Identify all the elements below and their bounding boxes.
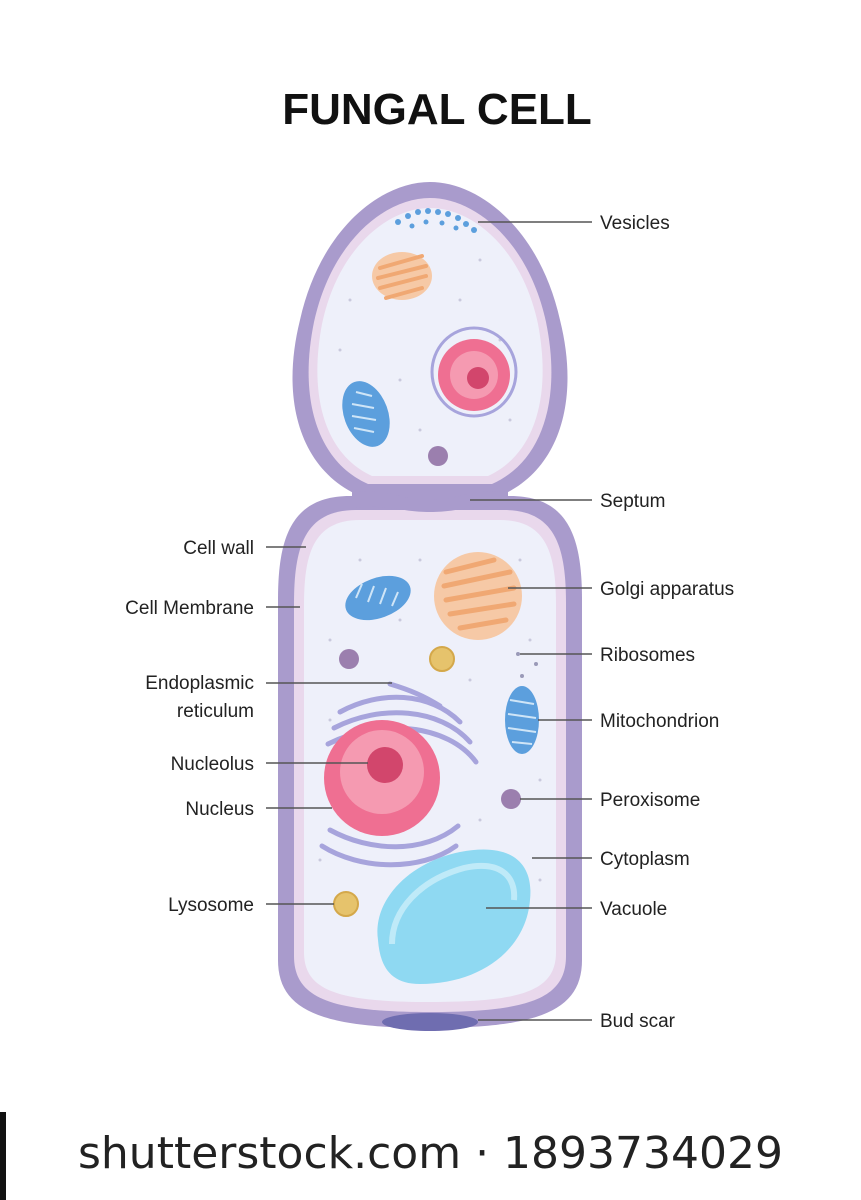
mitochondrion-right: [505, 686, 539, 754]
label-nucleolus: Nucleolus: [171, 754, 254, 775]
lysosome-small: [429, 646, 455, 672]
label-mitochondrion: Mitochondrion: [600, 711, 719, 732]
golgi-apparatus-top: [372, 252, 432, 300]
bud-scar: [382, 1013, 478, 1031]
label-bud-scar: Bud scar: [600, 1011, 676, 1032]
nucleus-top: [430, 326, 518, 418]
vacuole: [377, 849, 531, 984]
label-cytoplasm: Cytoplasm: [600, 849, 690, 870]
label-cell-wall: Cell wall: [183, 538, 254, 559]
label-ribosomes: Ribosomes: [600, 645, 695, 666]
peroxisome-top: [428, 446, 448, 466]
label-lysosome: Lysosome: [168, 895, 254, 916]
label-endoplasmic-reticulum-line1: Endoplasmic: [145, 673, 254, 694]
label-peroxisome: Peroxisome: [600, 790, 700, 811]
label-nucleus: Nucleus: [185, 799, 254, 820]
label-septum: Septum: [600, 491, 665, 512]
label-cell-membrane: Cell Membrane: [125, 598, 254, 619]
ribosomes: [516, 652, 538, 678]
watermark: shutterstock.com · 1893734029: [78, 1128, 783, 1179]
peroxisome-small: [339, 649, 359, 669]
leader-lines: [266, 221, 592, 1021]
mitochondrion-top: [342, 381, 390, 447]
vesicles-cluster: [395, 208, 477, 233]
label-golgi-apparatus: Golgi apparatus: [600, 579, 734, 600]
label-vacuole: Vacuole: [600, 899, 667, 920]
label-vesicles: Vesicles: [600, 213, 670, 234]
lysosome: [333, 891, 359, 917]
label-endoplasmic-reticulum-line2: reticulum: [177, 701, 254, 722]
septum: [352, 491, 508, 512]
peroxisome: [501, 789, 521, 809]
diagram-title: FUNGAL CELL: [282, 85, 592, 134]
golgi-apparatus: [434, 552, 522, 640]
nucleus: [324, 720, 440, 836]
cytoplasm-dots: [318, 258, 542, 882]
mitochondrion-left: [345, 575, 411, 621]
edge-bar: [0, 1112, 6, 1200]
